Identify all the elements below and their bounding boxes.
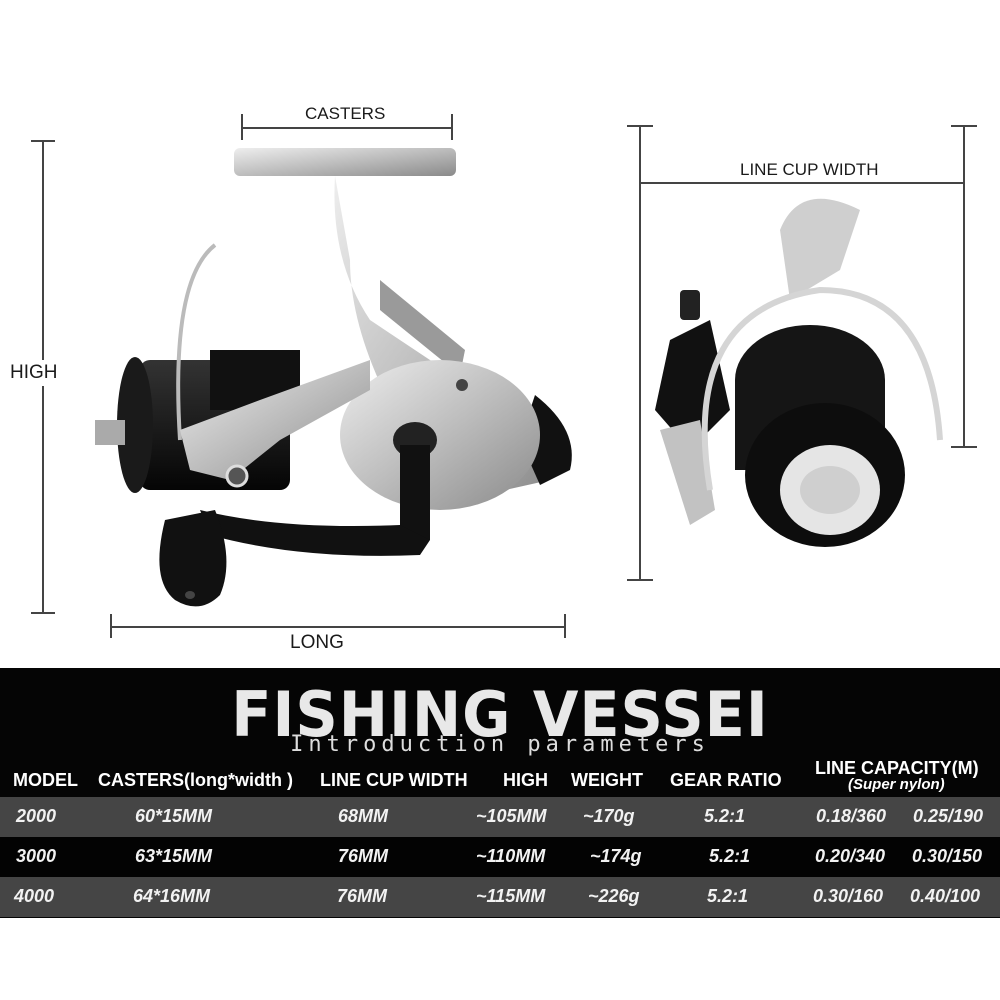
cell-gear-ratio: 5.2:1 xyxy=(709,846,751,866)
cell-model: 3000 xyxy=(16,846,57,866)
spinning-reel-front-view-image xyxy=(655,198,943,547)
cell-high: ~110MM xyxy=(476,846,546,866)
header-line-capacity: LINE CAPACITY(M) xyxy=(815,758,979,778)
line-cup-height-line xyxy=(639,125,641,580)
header-line-cup-width: LINE CUP WIDTH xyxy=(320,770,468,790)
long-label: LONG xyxy=(290,632,344,653)
cell-capacity-2: 0.30/150 xyxy=(912,846,983,866)
cell-casters: 64*16MM xyxy=(133,886,211,906)
cell-high: ~105MM xyxy=(476,806,547,826)
table-row-2000: 2000 60*15MM 68MM ~105MM ~170g 5.2:1 0.1… xyxy=(0,797,1000,837)
casters-cap-right xyxy=(451,114,453,140)
cell-weight: ~174g xyxy=(590,846,642,866)
banner-title: FISHING VESSEI xyxy=(231,678,769,751)
cell-weight: ~226g xyxy=(588,886,640,906)
long-cap-right xyxy=(564,614,566,638)
cell-model: 4000 xyxy=(14,886,55,906)
banner-subtitle: Introduction parameters xyxy=(290,732,710,757)
cell-capacity-2: 0.40/100 xyxy=(910,886,981,906)
casters-cap-left xyxy=(241,114,243,140)
table-row-3000: 3000 63*15MM 76MM ~110MM ~174g 5.2:1 0.2… xyxy=(0,837,1000,877)
header-gear-ratio: GEAR RATIO xyxy=(670,770,782,790)
high-dimension-cap-bottom xyxy=(31,612,55,614)
cell-gear-ratio: 5.2:1 xyxy=(704,806,746,826)
high-label: HIGH xyxy=(8,360,60,386)
cell-line-cup-width: 76MM xyxy=(338,846,389,866)
header-casters: CASTERS(long*width ) xyxy=(98,770,293,790)
cell-capacity-1: 0.20/340 xyxy=(815,846,886,866)
cell-capacity-1: 0.18/360 xyxy=(816,806,887,826)
casters-label: CASTERS xyxy=(305,104,386,123)
casters-dimension-line xyxy=(241,127,453,129)
cell-weight: ~170g xyxy=(583,806,635,826)
line-cup-width-label: LINE CUP WIDTH xyxy=(740,160,879,179)
line-cup-cap-top-left xyxy=(627,125,653,127)
high-dimension-cap-top xyxy=(31,140,55,142)
line-cup-cap-top-right xyxy=(951,125,977,127)
cell-gear-ratio: 5.2:1 xyxy=(707,886,749,906)
header-high: HIGH xyxy=(503,770,548,790)
long-dimension-line xyxy=(110,626,566,628)
cell-model: 2000 xyxy=(16,806,57,826)
spinning-reel-side-view-image xyxy=(95,148,572,607)
line-cup-width-line xyxy=(639,182,965,184)
cell-casters: 60*15MM xyxy=(135,806,213,826)
header-line-capacity-sub: (Super nylon) xyxy=(848,776,945,793)
cell-line-cup-width: 76MM xyxy=(337,886,388,906)
line-cup-cap-bottom-left xyxy=(627,579,653,581)
line-cup-cap-bottom-right xyxy=(951,446,977,448)
header-weight: WEIGHT xyxy=(571,770,643,790)
line-cup-right-line xyxy=(963,125,965,447)
table-row-4000: 4000 64*16MM 76MM ~115MM ~226g 5.2:1 0.3… xyxy=(0,877,1000,917)
cell-capacity-1: 0.30/160 xyxy=(813,886,884,906)
long-cap-left xyxy=(110,614,112,638)
cell-casters: 63*15MM xyxy=(135,846,213,866)
header-model: MODEL xyxy=(13,770,78,790)
cell-capacity-2: 0.25/190 xyxy=(913,806,984,826)
cell-line-cup-width: 68MM xyxy=(338,806,389,826)
cell-high: ~115MM xyxy=(476,886,546,906)
